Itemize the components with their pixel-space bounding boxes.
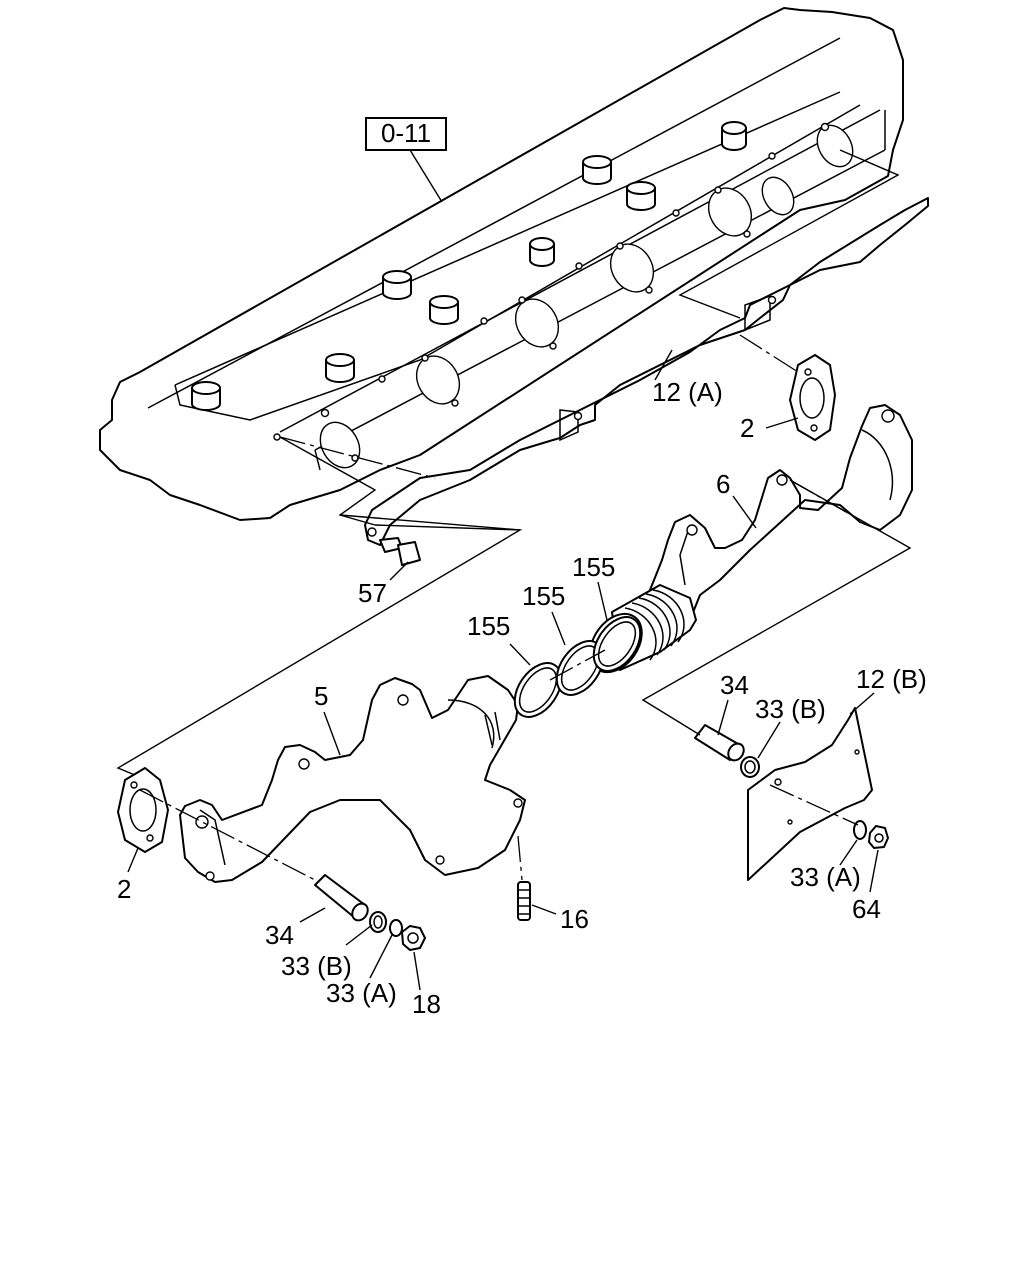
callout-33a-right: 33 (A) bbox=[790, 862, 861, 892]
callout-34-right: 34 bbox=[720, 670, 749, 700]
callout-33b-right: 33 (B) bbox=[755, 694, 826, 724]
callout-155-c: 155 bbox=[572, 552, 615, 582]
gasket-2-left bbox=[117, 767, 169, 853]
exhaust-manifold-front-5 bbox=[179, 675, 526, 883]
heat-shield-12a bbox=[364, 197, 929, 546]
gasket-2-top bbox=[789, 354, 836, 441]
callout-155-a: 155 bbox=[467, 611, 510, 641]
callout-33b-left: 33 (B) bbox=[281, 951, 352, 981]
cylinder-head bbox=[99, 7, 904, 521]
callout-155-b: 155 bbox=[522, 581, 565, 611]
washer-33b-right bbox=[740, 756, 760, 778]
callout-33a-left: 33 (A) bbox=[326, 978, 397, 1008]
callout-57: 57 bbox=[358, 578, 387, 608]
washer-33a-right bbox=[853, 820, 867, 840]
stud-16 bbox=[517, 881, 531, 921]
nut-18 bbox=[401, 925, 426, 951]
seal-rings-155 bbox=[513, 616, 642, 718]
heat-shield-12b bbox=[747, 707, 873, 881]
callout-2-left: 2 bbox=[117, 874, 131, 904]
valve-caps bbox=[191, 121, 747, 411]
callout-16: 16 bbox=[560, 904, 589, 934]
leader-lines bbox=[127, 149, 879, 991]
bolt-57 bbox=[379, 537, 421, 566]
washer-33b-left bbox=[369, 911, 387, 933]
exhaust-ports bbox=[319, 124, 854, 469]
reference-label: 0-11 bbox=[381, 118, 431, 148]
sleeve-34-left bbox=[314, 874, 369, 922]
assembly-lines bbox=[116, 149, 912, 881]
sleeve-34-right bbox=[694, 724, 745, 762]
nut-64 bbox=[868, 825, 889, 849]
callout-5: 5 bbox=[314, 681, 328, 711]
callout-2-top: 2 bbox=[740, 413, 754, 443]
callout-34-left: 34 bbox=[265, 920, 294, 950]
callout-labels: 12 (A) 2 6 57 155 155 155 34 33 (B) 12 (… bbox=[117, 377, 927, 1019]
callout-12b: 12 (B) bbox=[856, 664, 927, 694]
washer-33a-left bbox=[389, 919, 403, 937]
callout-64: 64 bbox=[852, 894, 881, 924]
callout-18: 18 bbox=[412, 989, 441, 1019]
reference-box-0-11[interactable]: 0-11 bbox=[365, 117, 447, 151]
callout-6: 6 bbox=[716, 469, 730, 499]
callout-12a: 12 (A) bbox=[652, 377, 723, 407]
